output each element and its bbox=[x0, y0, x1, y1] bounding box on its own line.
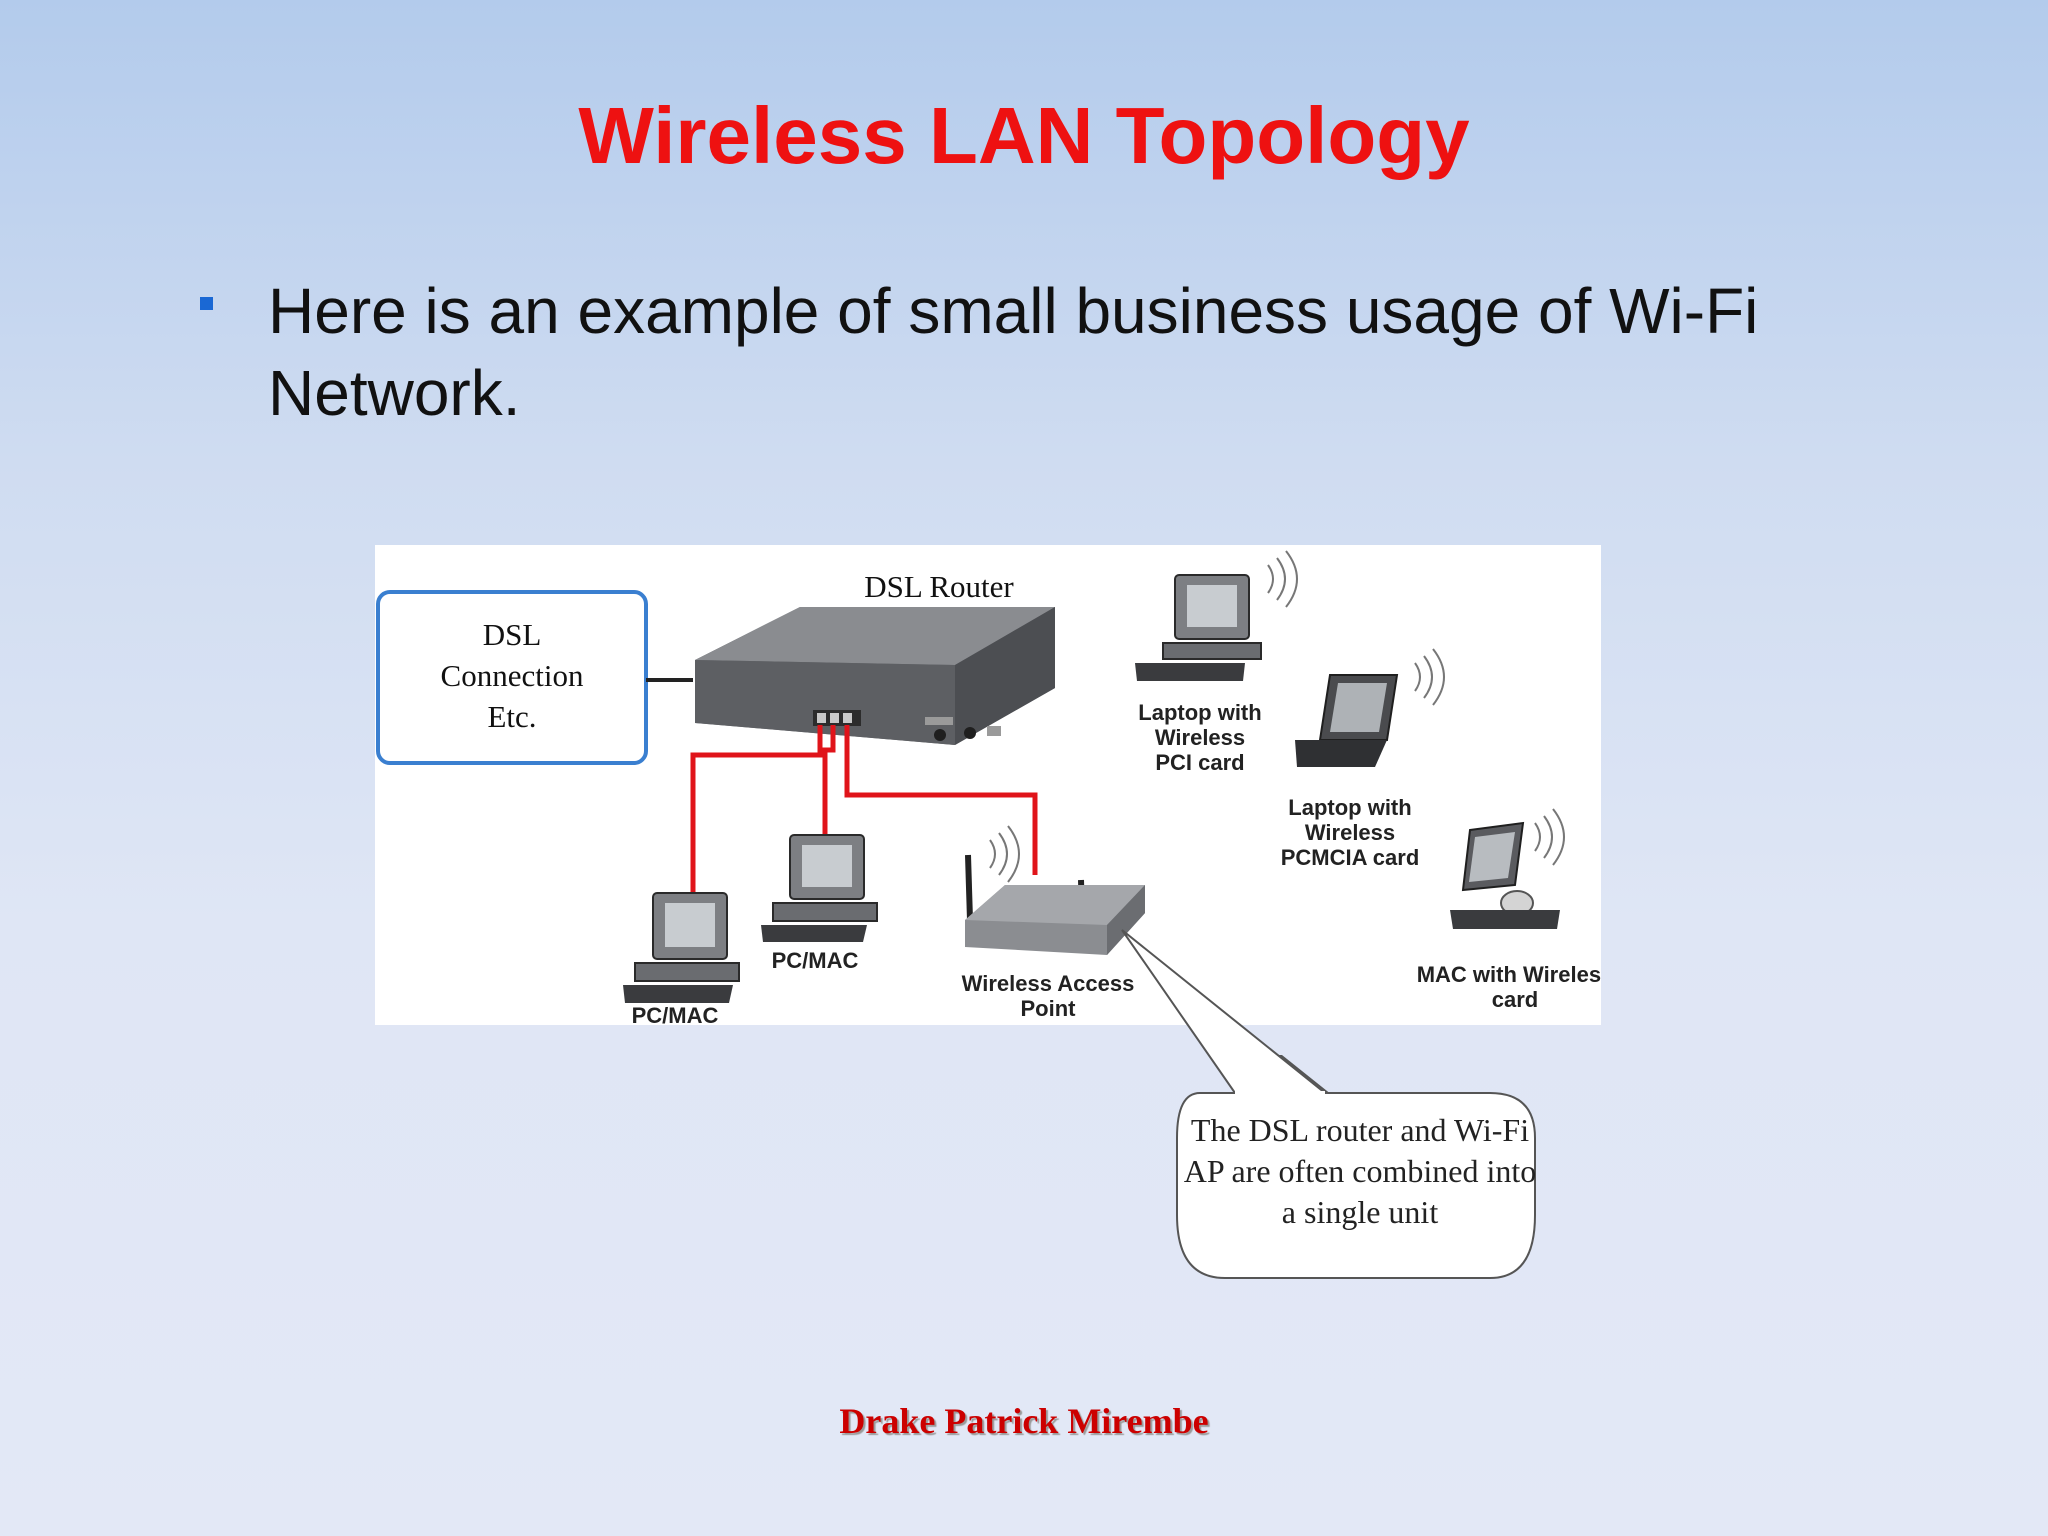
bullet-marker-icon bbox=[200, 297, 213, 310]
dsl-box-line3: Etc. bbox=[487, 699, 536, 734]
pc-mac-icon-2 bbox=[761, 834, 878, 942]
bullet-text: Here is an example of small business usa… bbox=[268, 275, 1759, 429]
callout-pointer bbox=[1121, 929, 1328, 1095]
laptop-pcmcia-icon bbox=[1295, 648, 1445, 767]
laptop-pci-label-line3: PCI card bbox=[1155, 750, 1244, 775]
laptop-pci-icon bbox=[1135, 550, 1298, 681]
network-diagram: DSL Connection Etc. DSL Router PC/MAC bbox=[376, 550, 1601, 1025]
callout-text: The DSL router and Wi-Fi AP are often co… bbox=[1183, 1112, 1537, 1230]
footer-author: Drake Patrick Mirembe bbox=[839, 1401, 1209, 1441]
dsl-box-line2: Connection bbox=[441, 658, 584, 693]
pc-mac-icon-1 bbox=[623, 892, 740, 1003]
laptop-pcmcia-label-line1: Laptop with bbox=[1288, 795, 1411, 820]
ap-label-line2: Point bbox=[1021, 996, 1077, 1021]
wireless-access-point-icon bbox=[965, 825, 1145, 955]
mac-wireless-icon bbox=[1450, 808, 1565, 929]
mac-wireless-label-line1: MAC with Wireless bbox=[1417, 962, 1601, 987]
pc1-label: PC/MAC bbox=[632, 1003, 719, 1025]
laptop-pci-label-line1: Laptop with bbox=[1138, 700, 1261, 725]
callout-bubble bbox=[1176, 1055, 1536, 1279]
laptop-pcmcia-label-line3: PCMCIA card bbox=[1281, 845, 1420, 870]
router-label: DSL Router bbox=[864, 569, 1014, 604]
pc2-label: PC/MAC bbox=[772, 948, 859, 973]
dsl-box-line1: DSL bbox=[483, 617, 542, 652]
laptop-pcmcia-label-line2: Wireless bbox=[1305, 820, 1395, 845]
dsl-router-icon bbox=[695, 607, 1055, 745]
ethernet-cables bbox=[690, 725, 1038, 895]
dsl-connection-box: DSL Connection Etc. bbox=[376, 590, 648, 765]
mac-wireless-label-line2: card bbox=[1492, 987, 1538, 1012]
ap-label-line1: Wireless Access bbox=[962, 971, 1135, 996]
slide-title: Wireless LAN Topology bbox=[578, 91, 1470, 180]
laptop-pci-label-line2: Wireless bbox=[1155, 725, 1245, 750]
